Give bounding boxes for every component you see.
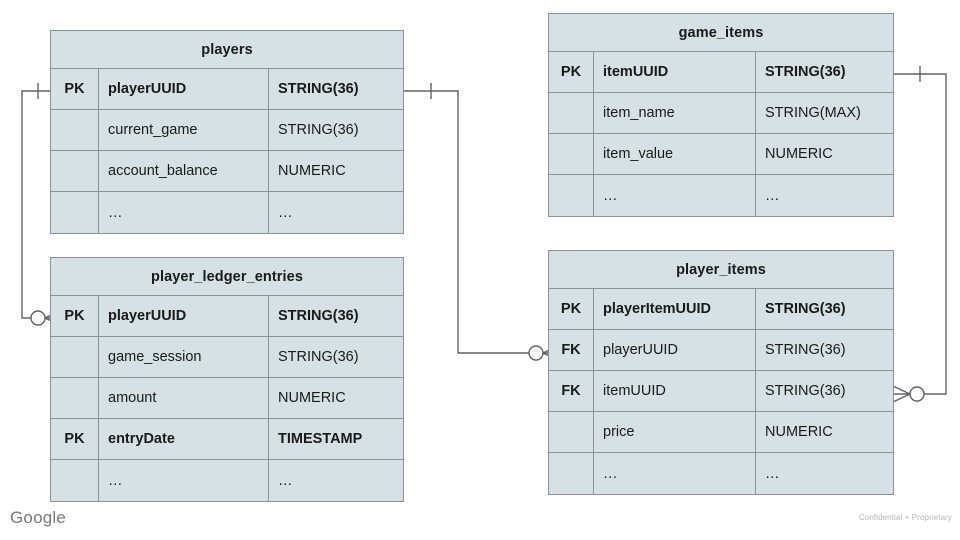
row-key-badge: PK [51,69,99,109]
row-column-type: STRING(36) [278,349,359,365]
table-row[interactable]: item_value NUMERIC [549,134,893,175]
entity-title-player-ledger-entries: player_ledger_entries [51,258,403,296]
table-row[interactable]: FK playerUUID STRING(36) [549,330,893,371]
row-key-badge [51,378,99,418]
row-column-type: TIMESTAMP [278,431,363,447]
entity-title-player-items: player_items [549,251,893,289]
table-row[interactable]: game_session STRING(36) [51,337,403,378]
row-column-name: account_balance [99,151,269,191]
row-column-name: price [594,412,756,452]
row-key-badge: PK [51,419,99,459]
row-column-type: NUMERIC [278,163,346,179]
row-key-badge [549,453,594,494]
table-row[interactable]: … … [549,453,893,494]
table-row[interactable]: PK itemUUID STRING(36) [549,52,893,93]
entity-title-game-items: game_items [549,14,893,52]
row-column-name: itemUUID [594,52,756,92]
row-key-badge [51,110,99,150]
row-column-name: playerUUID [99,296,269,336]
row-column-type: STRING(36) [765,383,846,399]
row-key-badge [51,460,99,501]
row-key-badge [51,151,99,191]
row-key-badge [549,134,594,174]
row-key-badge [549,175,594,216]
row-key-badge: PK [51,296,99,336]
table-row[interactable]: PK playerUUID STRING(36) [51,296,403,337]
row-key-badge [51,337,99,377]
relationship-game-items-to-player-items [892,66,947,403]
row-column-type: … [765,465,780,482]
table-row[interactable]: current_game STRING(36) [51,110,403,151]
row-column-name: itemUUID [594,371,756,411]
row-column-type: … [278,472,293,489]
table-row[interactable]: amount NUMERIC [51,378,403,419]
row-column-type: STRING(36) [278,81,359,97]
row-column-type: NUMERIC [278,390,346,406]
row-key-badge: FK [549,371,594,411]
table-row[interactable]: PK playerUUID STRING(36) [51,69,403,110]
row-column-type: STRING(36) [278,308,359,324]
entity-game-items[interactable]: game_items PK itemUUID STRING(36) item_n… [548,13,894,217]
row-column-name: entryDate [99,419,269,459]
row-key-badge: PK [549,289,594,329]
row-column-type: NUMERIC [765,424,833,440]
row-column-name: … [99,460,269,501]
table-row[interactable]: … … [549,175,893,216]
row-key-badge [549,93,594,133]
row-column-name: playerUUID [594,330,756,370]
table-row[interactable]: account_balance NUMERIC [51,151,403,192]
google-wordmark: Google [10,508,67,527]
row-column-name: current_game [99,110,269,150]
table-row[interactable]: … … [51,460,403,501]
row-key-badge: FK [549,330,594,370]
cardinality-zero-circle [528,345,544,361]
row-column-type: STRING(MAX) [765,105,861,121]
row-column-name: item_name [594,93,756,133]
row-key-badge [51,192,99,233]
row-column-type: STRING(36) [765,301,846,317]
row-column-name: … [594,175,756,216]
row-column-type: STRING(36) [278,122,359,138]
row-column-type: STRING(36) [765,342,846,358]
table-row[interactable]: FK itemUUID STRING(36) [549,371,893,412]
row-column-name: game_session [99,337,269,377]
row-column-type: STRING(36) [765,64,846,80]
row-key-badge: PK [549,52,594,92]
entity-player-items[interactable]: player_items PK playerItemUUID STRING(36… [548,250,894,495]
row-column-type: … [278,204,293,221]
entity-players[interactable]: players PK playerUUID STRING(36) current… [50,30,404,234]
entity-title-players: players [51,31,403,69]
row-column-name: playerUUID [99,69,269,109]
row-column-type: NUMERIC [765,146,833,162]
table-row[interactable]: PK playerItemUUID STRING(36) [549,289,893,330]
row-column-name: playerItemUUID [594,289,756,329]
row-column-type: … [765,187,780,204]
row-column-name: item_value [594,134,756,174]
cardinality-zero-circle [909,386,925,402]
table-row[interactable]: PK entryDate TIMESTAMP [51,419,403,460]
row-key-badge [549,412,594,452]
relationship-players-to-player-items [404,83,561,362]
table-row[interactable]: … … [51,192,403,233]
cardinality-many-crowfoot [892,385,911,403]
row-column-name: amount [99,378,269,418]
entity-player-ledger-entries[interactable]: player_ledger_entries PK playerUUID STRI… [50,257,404,502]
table-row[interactable]: item_name STRING(MAX) [549,93,893,134]
row-column-name: … [99,192,269,233]
cardinality-zero-circle [30,310,46,326]
table-row[interactable]: price NUMERIC [549,412,893,453]
row-column-name: … [594,453,756,494]
confidentiality-notice: Confidential + Proprietary [858,513,952,522]
